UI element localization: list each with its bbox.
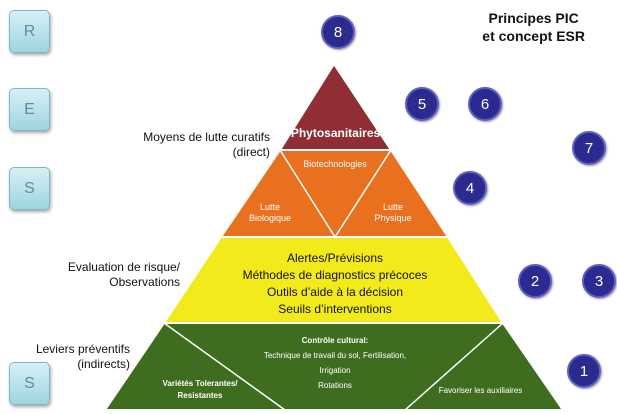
controle-line-2: Irrigation (319, 366, 351, 375)
label-curatifs-line-2: (direct) (232, 145, 270, 159)
yellow-line-2: Méthodes de diagnostics précoces (242, 268, 428, 282)
label-evaluation-line-1: Evaluation de risque/ (67, 260, 180, 274)
label-preventifs-line-1: Leviers préventifs (35, 342, 130, 356)
yellow-text: Alertes/Prévisions Méthodes de diagnosti… (200, 250, 470, 318)
badge-3[interactable]: 3 (582, 264, 616, 298)
controle-line-3: Rotations (318, 381, 352, 390)
lutte-phys-label: Lutte Physique (358, 202, 428, 224)
varietes-label: Variétés Tolerantes/ Resistantes (140, 378, 260, 402)
badge-4[interactable]: 4 (453, 171, 487, 205)
label-preventifs-line-2: (indirects) (77, 357, 130, 371)
biotech-label: Biotechnologies (303, 159, 367, 169)
green-divider-left (163, 322, 286, 411)
label-curatifs-line-1: Moyens de lutte curatifs (143, 130, 270, 144)
controle-text: Contrôle cultural: Technique de travail … (240, 333, 430, 393)
lutte-bio-label: Lutte Biologique (235, 202, 305, 224)
top-tier (278, 62, 393, 151)
top-label: Phytosanitaires (290, 126, 381, 140)
controle-title: Contrôle cultural: (301, 336, 369, 345)
side-button-e[interactable]: E (9, 88, 50, 131)
side-button-s-bottom[interactable]: S (9, 362, 50, 405)
lutte-bio-line-2: Biologique (248, 213, 292, 223)
badge-2[interactable]: 2 (518, 264, 552, 298)
green-divider-right (404, 322, 504, 411)
varietes-line-1: Variétés Tolerantes/ (162, 379, 238, 388)
yellow-line-4: Seuils d’interventions (278, 302, 392, 316)
lutte-bio-line-1: Lutte (259, 202, 281, 212)
badge-5[interactable]: 5 (405, 87, 439, 121)
varietes-line-2: Resistantes (177, 391, 223, 400)
label-curatifs: Moyens de lutte curatifs (direct) (110, 130, 270, 160)
yellow-line-3: Outils d’aide à la décision (266, 285, 404, 299)
diagram-title: Principes PIC et concept ESR (482, 9, 585, 45)
badge-1[interactable]: 1 (567, 354, 601, 388)
title-line-2: et concept ESR (482, 28, 585, 44)
side-button-r[interactable]: R (9, 10, 50, 53)
side-button-s[interactable]: S (9, 167, 50, 210)
badge-8[interactable]: 8 (321, 15, 355, 49)
badge-7[interactable]: 7 (572, 131, 606, 165)
badge-6[interactable]: 6 (468, 87, 502, 121)
title-line-1: Principes PIC (488, 10, 579, 26)
lutte-phys-line-1: Lutte (382, 202, 404, 212)
controle-line-1: Technique de travail du sol, Fertilisati… (263, 351, 407, 360)
label-evaluation-line-2: Observations (109, 275, 180, 289)
label-evaluation: Evaluation de risque/ Observations (40, 260, 180, 290)
lutte-phys-line-2: Physique (374, 213, 412, 223)
label-preventifs: Leviers préventifs (indirects) (18, 342, 130, 372)
auxiliaires-label: Favoriser les auxiliaires (438, 386, 523, 395)
yellow-line-1: Alertes/Prévisions (286, 251, 384, 265)
orange-divider (279, 149, 392, 239)
